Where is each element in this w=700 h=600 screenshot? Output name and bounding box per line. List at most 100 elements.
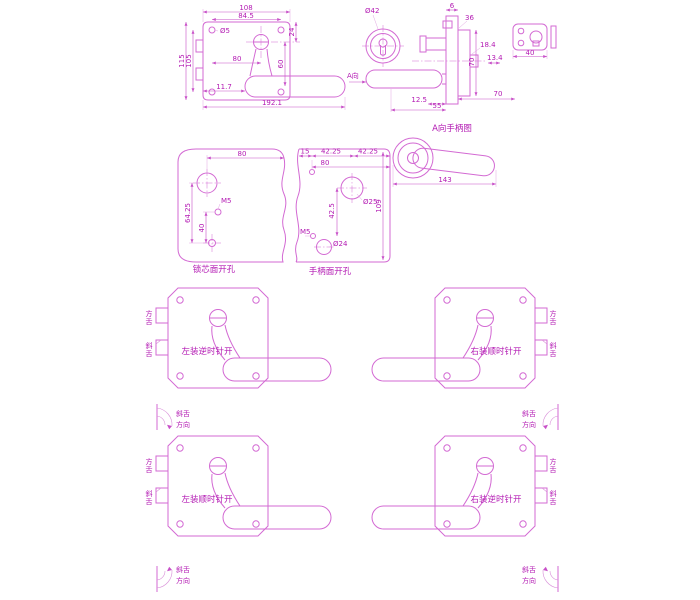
handle-grip-side xyxy=(365,69,443,89)
latch-direction-icon xyxy=(542,403,559,431)
latch-bolt xyxy=(195,67,204,81)
plate-center-hole xyxy=(529,30,543,44)
view-a-label: A向 xyxy=(347,71,359,80)
lock-body-outline xyxy=(202,21,291,101)
latch-dir-label-1: 斜舌 xyxy=(522,565,536,574)
square-bolt-label: 方舌 xyxy=(145,309,153,326)
latch-dir-label-2: 方向 xyxy=(176,576,190,585)
dimension-lines xyxy=(349,8,515,112)
screw-hole xyxy=(208,88,216,96)
dimension-lines xyxy=(189,155,284,244)
dim-42-25b-label: 42.25 xyxy=(358,148,378,156)
handle-grip xyxy=(412,147,495,177)
dim-m5-label: M5 xyxy=(300,228,311,236)
dim-60-label: 60 xyxy=(277,60,285,69)
lock-body xyxy=(155,435,332,537)
m5-hole xyxy=(310,233,316,239)
latch-dir-label-2: 方向 xyxy=(176,420,190,429)
dim-13-4-label: 13.4 xyxy=(487,54,503,62)
square-bolt-label: 方舌 xyxy=(145,457,153,474)
dim-phi24-label: Ø24 xyxy=(333,240,348,248)
cylinder-face-view: Ø42 xyxy=(362,7,404,67)
latch-direction-icon xyxy=(156,403,173,431)
dim-40-label: 40 xyxy=(526,49,535,57)
spindle-square xyxy=(442,20,453,29)
dimension-lines xyxy=(184,9,346,110)
latch-bolt-label: 斜舌 xyxy=(549,489,557,506)
dim-phi42-label: Ø42 xyxy=(365,7,379,15)
dim-80-label: 80 xyxy=(238,150,247,158)
square-bolt-label: 方舌 xyxy=(549,309,557,326)
dim-42-5-label: 42.5 xyxy=(328,203,336,219)
install-lock-left-cw: 左装顺时针开 方舌 斜舌 斜舌 方向 xyxy=(145,435,332,593)
install-lock-left-ccw: 左装逆时针开 方舌 斜舌 斜舌 方向 xyxy=(145,287,332,431)
dim-24-label: 24 xyxy=(288,27,296,36)
dim-70-side-label: 70 xyxy=(468,58,476,67)
dim-115-label: 115 xyxy=(178,54,186,67)
latch-dir-label-1: 斜舌 xyxy=(176,565,190,574)
latch-dir-label-2: 方向 xyxy=(522,420,536,429)
install-caption: 左装逆时针开 xyxy=(181,346,233,357)
lock-body xyxy=(371,435,548,537)
handle-neck xyxy=(249,48,257,77)
square-bolt-label: 方舌 xyxy=(549,457,557,474)
latch-direction-icon xyxy=(156,565,173,593)
latch-bolt-label: 斜舌 xyxy=(549,341,557,358)
handle-a-view: A向手柄图 143 xyxy=(392,123,497,187)
handle-a-view-title: A向手柄图 xyxy=(432,123,472,134)
latch-dir-label-1: 斜舌 xyxy=(176,409,190,418)
handle-grip xyxy=(244,75,346,98)
dim-15-label: 15 xyxy=(301,148,310,156)
m5-hole xyxy=(309,169,315,175)
latch-dir-label-2: 方向 xyxy=(522,576,536,585)
square-bolt xyxy=(195,39,204,53)
plate-notch xyxy=(532,40,540,47)
lock-body xyxy=(371,287,548,389)
latch-dir-label-1: 斜舌 xyxy=(522,409,536,418)
hub xyxy=(407,152,419,164)
cylinder-inner xyxy=(370,33,396,59)
dim-11-7-label: 11.7 xyxy=(216,83,232,91)
latch-direction-icon xyxy=(542,565,559,593)
dim-55-label: 55 xyxy=(433,102,442,110)
handle-neck xyxy=(266,48,273,77)
door-blank-outline xyxy=(177,148,287,263)
strike-plate-outline xyxy=(512,23,548,51)
spindle-washer xyxy=(419,35,427,53)
install-caption: 右装顺时针开 xyxy=(470,346,522,357)
dim-143-label: 143 xyxy=(438,176,451,184)
strike-plate-view: 40 xyxy=(512,23,557,59)
plate-hole xyxy=(517,27,525,35)
dimension-lines xyxy=(512,50,548,59)
dim-80-label: 80 xyxy=(321,159,330,167)
install-lock-right-ccw: 右装逆时针开 方舌 斜舌 斜舌 方向 xyxy=(371,435,559,593)
dim-6-label: 6 xyxy=(450,2,455,10)
dim-40-label: 40 xyxy=(198,224,206,233)
rose-outer xyxy=(392,137,434,179)
dim-phi25-label: Ø25 xyxy=(363,198,377,206)
break-line-left xyxy=(295,148,301,263)
door-blank-outline xyxy=(296,148,391,263)
install-caption: 右装逆时针开 xyxy=(470,494,522,505)
dim-80-label: 80 xyxy=(233,55,242,63)
screw-hole xyxy=(277,26,285,34)
dim-192-1-label: 192.1 xyxy=(262,99,282,107)
latch-bolt-label: 斜舌 xyxy=(145,341,153,358)
dim-phi5-label: Ø5 xyxy=(220,27,230,35)
lock-body xyxy=(155,287,332,389)
dim-42-25a-label: 42.25 xyxy=(321,148,341,156)
install-diagrams: 左装逆时针开 方舌 斜舌 斜舌 方向 右装顺时针开 方舌 斜舌 斜舌 方向 左装… xyxy=(145,287,559,593)
latch-bolt-label: 斜舌 xyxy=(145,489,153,506)
dimension-lines xyxy=(392,165,497,187)
faceplate xyxy=(445,15,459,105)
strike-plate-side xyxy=(550,25,557,49)
m5-hole xyxy=(214,208,222,216)
core-drilling-template: 80 64.25 M5 40 锁芯面开孔 xyxy=(177,148,287,275)
plate-hole xyxy=(517,39,525,47)
rose-inner xyxy=(397,142,429,174)
dim-108-label: 108 xyxy=(239,4,252,12)
install-caption: 左装顺时针开 xyxy=(181,494,233,505)
dim-64-25-label: 64.25 xyxy=(184,203,192,223)
